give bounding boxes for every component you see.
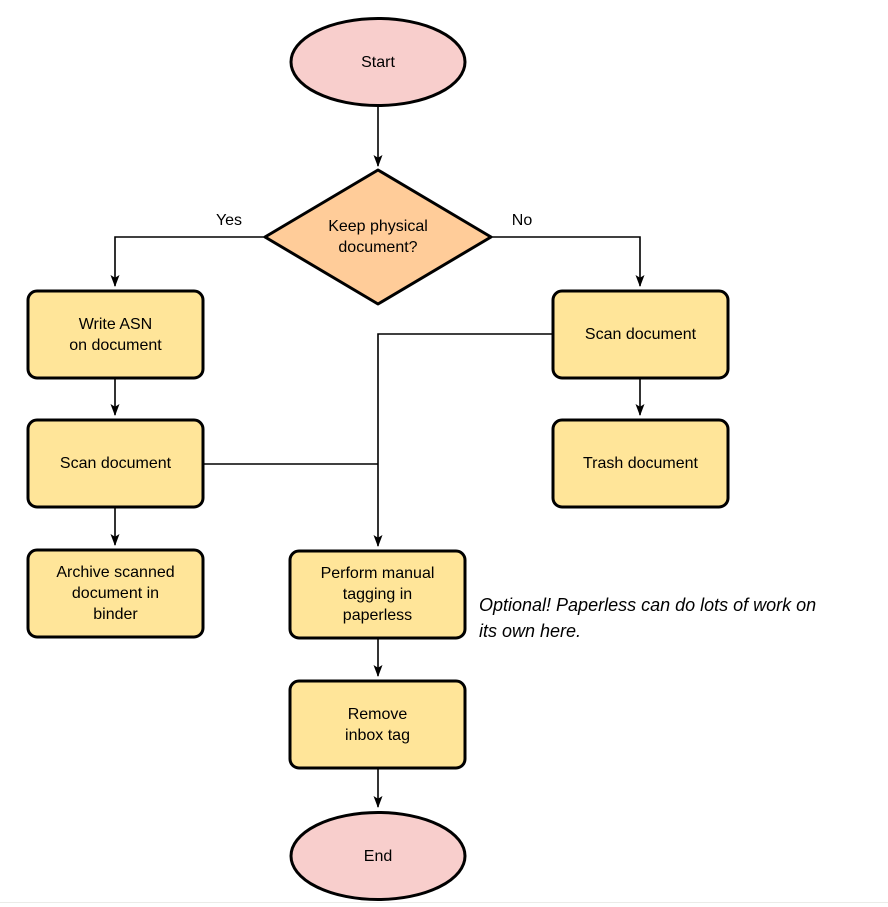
scan-left-node-shape xyxy=(26,418,205,509)
edges-group xyxy=(110,106,645,808)
optional-annotation: Optional! Paperless can do lots of work … xyxy=(479,595,817,641)
nodes-group xyxy=(26,17,730,901)
archive-node-shape xyxy=(26,548,205,639)
tagging-node-shape xyxy=(288,549,467,640)
start-node-shape xyxy=(289,17,467,107)
scan-right-node-shape xyxy=(551,289,730,380)
edge-scan-right-tagging xyxy=(373,333,553,547)
yes-edge-label: Yes xyxy=(215,212,243,229)
remove-inbox-node-shape xyxy=(288,679,467,770)
page-bottom-rule xyxy=(0,902,888,903)
write-asn-node-shape xyxy=(26,289,205,380)
edge-decision-scan-right xyxy=(491,236,645,287)
edge-decision-write-asn xyxy=(110,236,265,287)
decision-node-shape xyxy=(263,168,493,306)
trash-node-shape xyxy=(551,418,730,509)
no-edge-label: No xyxy=(511,212,533,229)
end-node-shape xyxy=(289,811,467,901)
